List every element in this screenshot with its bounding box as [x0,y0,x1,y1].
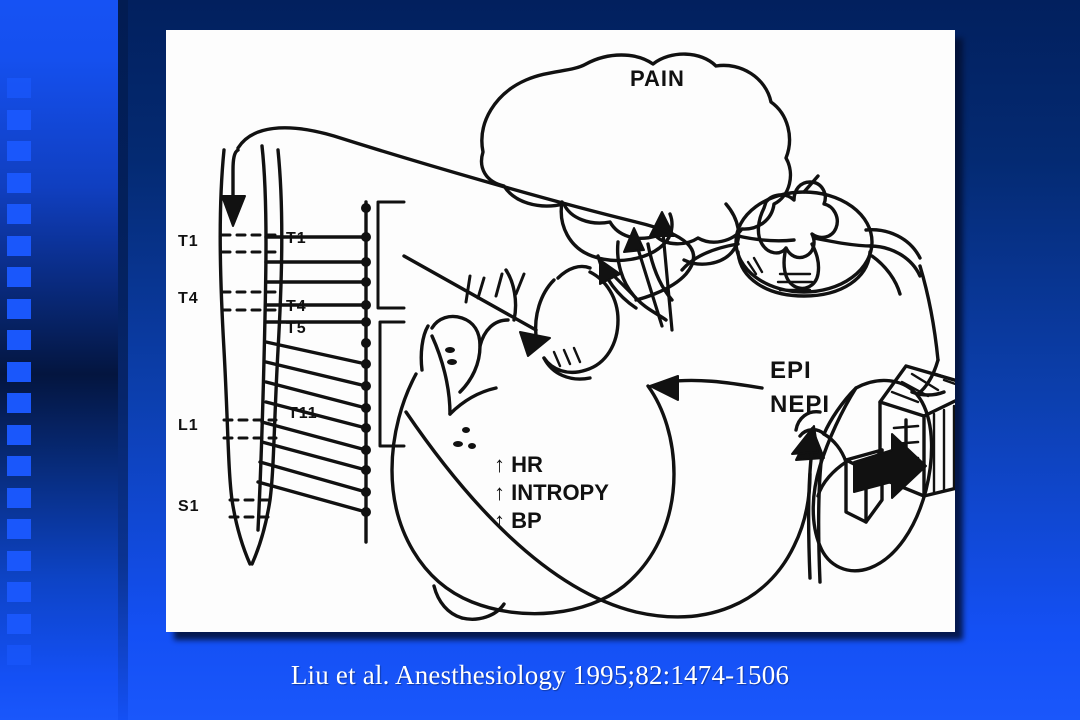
sidebar-square [7,361,31,382]
figure-panel: PAIN T1 T4 L1 S1 T1 T4 T5 T11 EPI NEPI ↑… [166,30,955,632]
spine-level-label-t4: T4 [178,290,199,307]
adrenal-gland-block [844,358,955,524]
sidebar-square [7,487,31,508]
sidebar-square [7,519,31,539]
brain-label: PAIN [630,66,685,91]
sidebar-square [7,298,31,319]
afferent-pathway [236,126,696,302]
sidebar-edge-stripe [118,0,128,720]
sidebar-square [7,330,31,350]
sidebar-square-column [7,0,31,720]
anatomy-diagram: PAIN T1 T4 L1 S1 T1 T4 T5 T11 EPI NEPI ↑… [178,52,955,621]
sidebar-square [7,235,31,256]
nerve-root-label-t11: T11 [288,405,318,422]
spinal-cord-column [218,144,406,566]
brain-outline [479,52,793,322]
sidebar-square [7,204,31,224]
kidney [794,378,934,584]
slide-caption: Liu et al. Anesthesiology 1995;82:1474-1… [290,660,790,690]
pain-arrows [599,211,675,332]
sidebar-square [7,109,31,130]
adrenal-arrow [791,425,819,455]
sidebar-square [7,645,31,665]
cardiac-effect-hr: ↑ HR [494,452,543,477]
spine-level-label-s1: S1 [178,498,200,515]
cardiac-effect-bp: ↑ BP [494,508,542,533]
nerve-root-label-t5: T5 [286,320,307,337]
sidebar-square [7,141,31,161]
sidebar-square [7,550,31,571]
sidebar-square [7,78,31,98]
sidebar-square [7,582,31,602]
sidebar-square [7,456,31,476]
spine-level-label-t1: T1 [178,233,199,250]
spinal-cord-cross-section [680,174,940,362]
epi-label: EPI [770,357,812,384]
spine-level-label-l1: L1 [178,417,199,434]
sidebar-square [7,172,31,193]
sidebar-square [7,267,31,287]
sympathetic-efferent-adrenal [404,410,812,619]
nerve-root-label-t4: T4 [286,298,307,315]
sidebar-square [7,393,31,413]
epi-arrow [649,375,764,401]
cardiac-effect-intropy: ↑ INTROPY [494,480,609,505]
sidebar-square [7,613,31,634]
nepi-label: NEPI [770,391,830,418]
heart [390,264,676,621]
nerve-root-label-t1: T1 [286,230,307,247]
sidebar-square [7,424,31,445]
